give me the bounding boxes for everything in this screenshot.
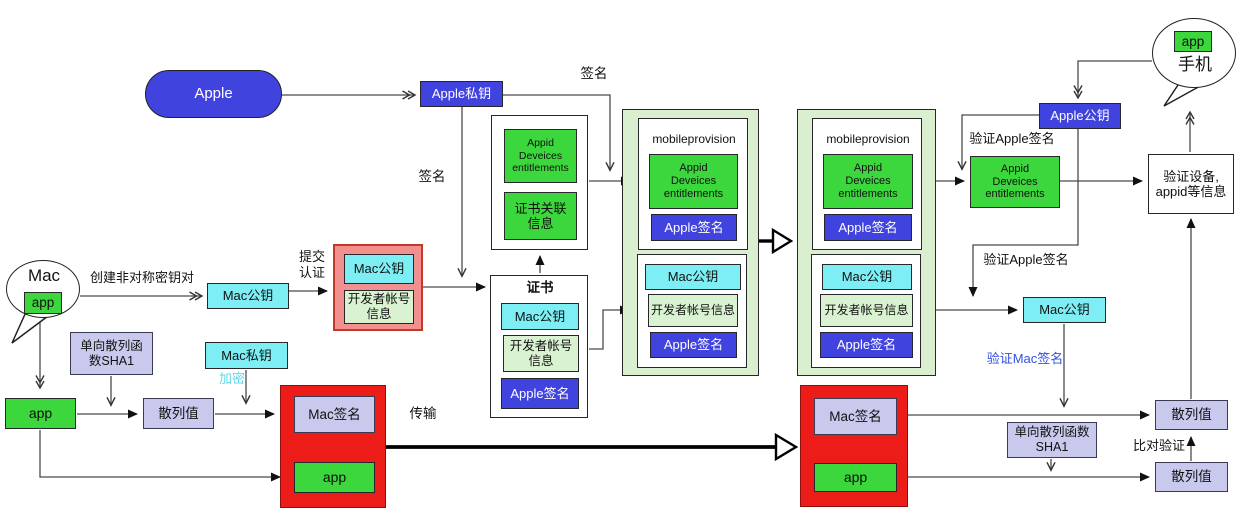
mp2-signed-part: mobileprovision Appid Deveices entitleme… <box>812 118 922 250</box>
mac-bubble: Mac app <box>6 260 80 318</box>
encrypt-label: 加密 <box>218 371 245 386</box>
mp2-cert-part: Mac公钥 开发者帐号信息 Apple签名 <box>811 254 921 368</box>
sign-label-left: 签名 <box>418 169 446 184</box>
verify-device-box: 验证设备, appid等信息 <box>1148 154 1234 214</box>
appid-entitlements-node: Appid Deveices entitlements <box>504 129 577 183</box>
mac-public-key-node-right: Mac公钥 <box>1023 297 1106 323</box>
phone-bubble-title: 手机 <box>1178 55 1212 74</box>
compare-verify-label: 比对验证 <box>1132 438 1185 453</box>
certificate-title: 证书 <box>526 280 554 295</box>
hash-function-node-left: 单向散列函 数SHA1 <box>70 332 153 375</box>
mac-app-node: app <box>24 292 62 314</box>
sign-label-top: 签名 <box>580 66 608 81</box>
app-node-right-package: app <box>814 463 897 492</box>
mp2-developer-account-info-node: 开发者帐号信息 <box>820 294 913 327</box>
mp2-appid-entitlements-node: Appid Deveices entitlements <box>823 154 913 209</box>
mp1-mac-public-key-node: Mac公钥 <box>645 264 741 290</box>
transmit-label: 传输 <box>409 406 437 421</box>
app-node-left-package: app <box>294 462 375 493</box>
mp1-apple-signature-node: Apple签名 <box>651 214 737 241</box>
signed-app-package-left: Mac签名 app <box>280 385 386 508</box>
cert-related-info-node: 证书关联 信息 <box>504 192 577 240</box>
mobileprovision-box-2: mobileprovision Appid Deveices entitleme… <box>797 109 936 376</box>
mac-private-key-node: Mac私钥 <box>205 342 288 369</box>
mac-public-key-node-1: Mac公钥 <box>207 283 289 309</box>
submit-certification-label: 提交 认证 <box>298 249 325 281</box>
hash-value-node-left: 散列值 <box>143 398 214 429</box>
mp2-title: mobileprovision <box>826 132 910 146</box>
mac-signature-node-right: Mac签名 <box>814 398 897 435</box>
transmit-arrow <box>386 432 799 462</box>
submit-request-box: Mac公钥 开发者帐号信息 <box>333 244 423 331</box>
apple-private-key-node: Apple私钥 <box>420 81 503 107</box>
verified-appid-entitlements-node: Appid Deveices entitlements <box>970 156 1060 208</box>
mac-bubble-title: Mac <box>27 266 61 285</box>
phone-app-node: app <box>1174 31 1212 52</box>
verify-apple-signature-label-1: 验证Apple签名 <box>969 131 1055 146</box>
hash-value-node-top-right: 散列值 <box>1155 400 1228 430</box>
mp1-cert-part: Mac公钥 开发者帐号信息 Apple签名 <box>637 254 747 368</box>
provision-copy-arrow <box>759 227 794 255</box>
hash-function-node-right: 单向散列函数 SHA1 <box>1007 422 1097 458</box>
mac-public-key-node-3: Mac公钥 <box>501 303 579 330</box>
verify-mac-signature-label: 验证Mac签名 <box>986 351 1064 366</box>
mobileprovision-box-1: mobileprovision Appid Deveices entitleme… <box>622 109 759 376</box>
app-node-left: app <box>5 398 76 429</box>
mp1-title: mobileprovision <box>652 132 736 146</box>
signed-app-package-right: Mac签名 app <box>800 385 908 507</box>
mp2-mac-public-key-node: Mac公钥 <box>822 264 912 290</box>
developer-account-info-node-1: 开发者帐号信息 <box>344 290 414 324</box>
mp1-apple-signature-node-2: Apple签名 <box>650 332 737 358</box>
mp1-developer-account-info-node: 开发者帐号信息 <box>648 294 738 327</box>
developer-account-info-node-2: 开发者帐号信息 <box>503 335 579 372</box>
mp1-signed-part: mobileprovision Appid Deveices entitleme… <box>638 118 748 250</box>
certificate-box: 证书 Mac公钥 开发者帐号信息 Apple签名 <box>490 275 588 418</box>
entitlements-group-box: Appid Deveices entitlements 证书关联 信息 <box>491 115 588 250</box>
apple-signature-node-1: Apple签名 <box>501 378 579 409</box>
mac-public-key-node-2: Mac公钥 <box>344 254 414 284</box>
hash-value-node-bottom-right: 散列值 <box>1155 462 1228 492</box>
create-keypair-label: 创建非对称密钥对 <box>89 270 194 285</box>
apple-node: Apple <box>145 70 282 118</box>
phone-bubble: app 手机 <box>1152 18 1236 88</box>
mp2-apple-signature-node: Apple签名 <box>824 214 912 241</box>
mp1-appid-entitlements-node: Appid Deveices entitlements <box>649 154 738 209</box>
mp2-apple-signature-node-2: Apple签名 <box>820 332 913 358</box>
verify-apple-signature-label-2: 验证Apple签名 <box>983 252 1069 267</box>
apple-public-key-node: Apple公钥 <box>1039 103 1121 129</box>
mac-signature-node-left: Mac签名 <box>294 396 375 433</box>
